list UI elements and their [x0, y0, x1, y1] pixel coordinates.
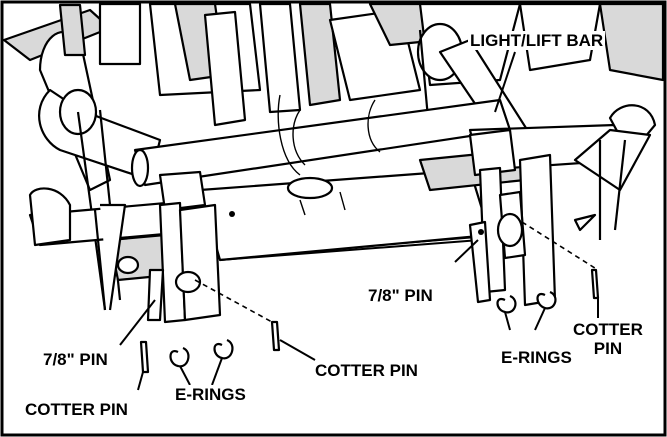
e-ring-left-2-icon [213, 338, 234, 360]
label-cotter-pin-center: COTTER PIN [313, 361, 420, 380]
leader-lines [119, 51, 599, 391]
label-cotter-pin-left: COTTER PIN [23, 400, 130, 419]
upper-frame [2, 2, 665, 192]
e-ring-right-2-icon [536, 290, 557, 310]
label-light-lift-bar: LIGHT/LIFT BAR [468, 31, 606, 50]
cotter-pin-right-icon [590, 268, 600, 300]
left-bracket [28, 170, 222, 324]
label-pin-left: 7/8" PIN [41, 350, 110, 369]
label-cotter-pin-right-line1: COTTER [573, 320, 643, 339]
label-cotter-pin-right: COTTER PIN [571, 320, 645, 358]
cotter-pin-left-icon [139, 340, 150, 374]
label-pin-center: 7/8" PIN [366, 286, 435, 305]
label-e-rings-left: E-RINGS [173, 385, 248, 404]
label-e-rings-right: E-RINGS [499, 348, 574, 367]
hardware [139, 220, 600, 374]
cotter-pin-center-icon [270, 320, 281, 352]
e-ring-left-1-icon [169, 346, 190, 368]
right-bracket [468, 104, 657, 307]
label-cotter-pin-right-line2: PIN [593, 339, 623, 358]
e-ring-right-1-icon [496, 294, 517, 314]
